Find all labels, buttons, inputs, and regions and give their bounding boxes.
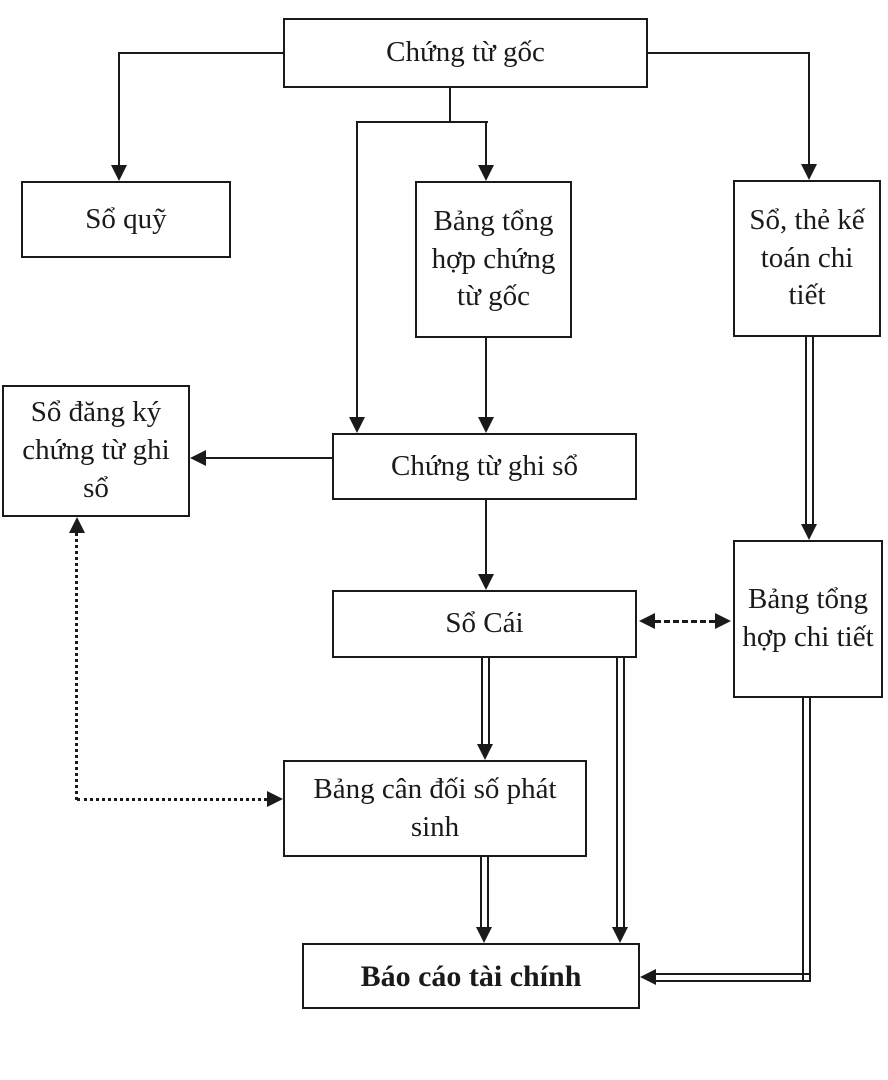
box-chung-tu-ghi-so: Chứng từ ghi sổ xyxy=(332,433,637,500)
edge-sothe-bthct-dblvline xyxy=(805,337,814,524)
arrowhead-into-so-dang-ky xyxy=(190,450,206,466)
edge-bthctg-ctgs-vline xyxy=(485,338,487,417)
arrowhead-into-bang-tong-hop-chung-tu-goc xyxy=(478,165,494,181)
box-bao-cao-tai-chinh: Báo cáo tài chính xyxy=(302,943,640,1009)
box-bang-tong-hop-chi-tiet-label: Bảng tổng hợp chi tiết xyxy=(742,583,874,653)
arrowhead-dashed-into-bang-tong-hop-chi-tiet xyxy=(715,613,731,629)
arrowhead-into-bang-tong-hop-chi-tiet xyxy=(801,524,817,540)
arrowhead-into-so-the-ke-toan xyxy=(801,164,817,180)
arrowhead-into-chung-tu-ghi-so-center xyxy=(478,417,494,433)
edge-ctg-soquy-vline xyxy=(118,52,120,165)
box-so-quy-label: Sổ quỹ xyxy=(85,202,167,235)
box-so-the-ke-toan-chi-tiet: Sổ, thẻ kế toán chi tiết xyxy=(733,180,881,337)
edge-ctg-split-hline xyxy=(356,121,488,123)
arrowhead-into-bao-cao-right-top xyxy=(612,927,628,943)
box-so-the-ke-toan-chi-tiet-label: Sổ, thẻ kế toán chi tiết xyxy=(749,203,865,312)
edge-socai-bcdsps-dblvline xyxy=(481,658,490,744)
arrowhead-dotted-into-so-dang-ky xyxy=(69,517,85,533)
edge-ctg-sothe-hline xyxy=(648,52,810,54)
box-bang-tong-hop-chung-tu-goc-label: Bảng tổng hợp chứng từ gốc xyxy=(431,204,556,313)
box-chung-tu-goc-label: Chứng từ gốc xyxy=(386,36,545,69)
edge-ctg-soquy-hline xyxy=(119,52,285,54)
box-so-dang-ky-chung-tu-ghi-so: Sổ đăng ký chứng từ ghi sổ xyxy=(2,385,190,517)
edge-socai-bctc-dblvline xyxy=(616,658,625,927)
box-bang-can-doi-so-phat-sinh-label: Bảng cân đối số phát sinh xyxy=(313,772,557,843)
box-bang-tong-hop-chung-tu-goc: Bảng tổng hợp chứng từ gốc xyxy=(415,181,572,338)
box-bao-cao-tai-chinh-label: Báo cáo tài chính xyxy=(360,959,582,993)
arrowhead-into-so-quy xyxy=(111,165,127,181)
edge-bcdsps-bctc-dblvline xyxy=(480,857,489,927)
box-chung-tu-ghi-so-label: Chứng từ ghi sổ xyxy=(391,449,578,482)
edge-ctg-bthctg-vline xyxy=(485,121,487,165)
edge-ctg-stem-vline xyxy=(449,88,451,123)
arrowhead-dotted-into-bang-can-doi xyxy=(267,791,283,807)
arrowhead-into-bang-can-doi xyxy=(477,744,493,760)
box-so-dang-ky-chung-tu-ghi-so-label: Sổ đăng ký chứng từ ghi sổ xyxy=(22,396,170,504)
box-bang-can-doi-so-phat-sinh: Bảng cân đối số phát sinh xyxy=(283,760,587,857)
arrowhead-into-so-cai xyxy=(478,574,494,590)
edge-socai-bthct-dashline xyxy=(655,620,715,623)
box-chung-tu-goc: Chứng từ gốc xyxy=(283,18,648,88)
arrowhead-dashed-into-so-cai xyxy=(639,613,655,629)
arrowhead-into-bao-cao-right-side xyxy=(640,969,656,985)
edge-ctgs-sodangky-hline xyxy=(206,457,332,459)
box-bang-tong-hop-chi-tiet: Bảng tổng hợp chi tiết xyxy=(733,540,883,698)
arrowhead-into-bao-cao-left-top xyxy=(476,927,492,943)
edge-ctgs-socai-vline xyxy=(485,500,487,574)
edge-bthct-bctc-dblvline xyxy=(802,698,811,982)
edge-sodangky-bcdsps-dotvline xyxy=(75,533,78,800)
edge-ctg-ctgs-vline xyxy=(356,121,358,417)
edge-ctg-sothe-vline xyxy=(808,52,810,164)
box-so-cai-label: Sổ Cái xyxy=(445,607,524,640)
arrowhead-into-chung-tu-ghi-so-left xyxy=(349,417,365,433)
edge-sodangky-bcdsps-dothline xyxy=(77,798,267,801)
box-so-cai: Sổ Cái xyxy=(332,590,637,658)
edge-bthct-bctc-dblhline xyxy=(656,973,811,982)
box-so-quy: Sổ quỹ xyxy=(21,181,231,258)
